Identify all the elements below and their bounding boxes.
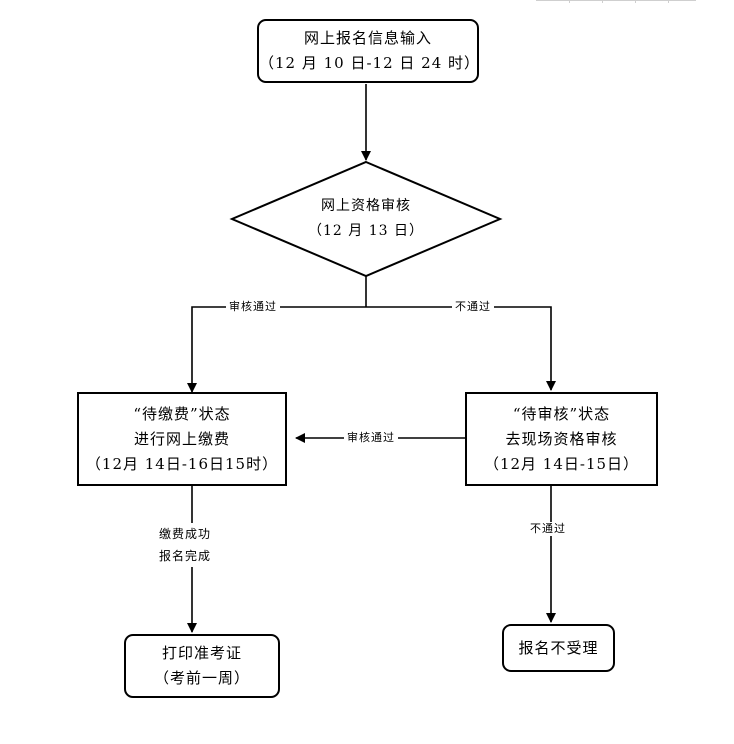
arrow-review-pass [187, 306, 366, 393]
label-review-pass: 审核通过 [226, 300, 280, 314]
label-review-fail: 不通过 [452, 300, 494, 314]
node-review-line2: （12 月 13 日） [308, 223, 424, 239]
node-review-line1: 网上资格审核 [321, 198, 411, 214]
node-pay-line1: “待缴费”状态 [133, 404, 231, 423]
node-onsite-line2: 去现场资格审核 [505, 429, 618, 448]
arrow-review-fail [366, 306, 556, 391]
node-onsite-line3: （12月 14日-15日） [483, 454, 640, 473]
node-print-line2: （考前一周） [153, 669, 250, 687]
node-reject-line1: 报名不受理 [518, 638, 599, 657]
node-online-review: 网上资格审核 （12 月 13 日） [276, 194, 456, 244]
label-pay-done-1: 缴费成功 [159, 527, 212, 541]
node-online-info-input: 网上报名信息输入 （12 月 10 日-12 日 24 时） [257, 19, 479, 83]
node-onsite-line1: “待审核”状态 [512, 404, 611, 423]
node-print-admission-ticket: 打印准考证 （考前一周） [124, 634, 280, 698]
node-pay-line3: （12月 14日-16日15时） [85, 454, 279, 473]
node-pending-onsite-review: “待审核”状态 去现场资格审核 （12月 14日-15日） [465, 392, 658, 486]
node-pay-line2: 进行网上缴费 [133, 429, 230, 448]
label-payment-complete: 缴费成功 报名完成 [156, 523, 215, 567]
node-input-line2: （12 月 10 日-12 日 24 时） [259, 54, 481, 72]
top-border-line [536, 0, 696, 3]
node-pending-payment: “待缴费”状态 进行网上缴费 （12月 14日-16日15时） [77, 392, 287, 486]
label-onsite-fail: 不通过 [527, 522, 569, 536]
node-input-line1: 网上报名信息输入 [303, 29, 432, 47]
node-print-line1: 打印准考证 [161, 644, 242, 662]
label-pay-done-2: 报名完成 [159, 549, 212, 563]
node-registration-rejected: 报名不受理 [502, 624, 615, 672]
label-onsite-pass: 审核通过 [344, 431, 398, 445]
